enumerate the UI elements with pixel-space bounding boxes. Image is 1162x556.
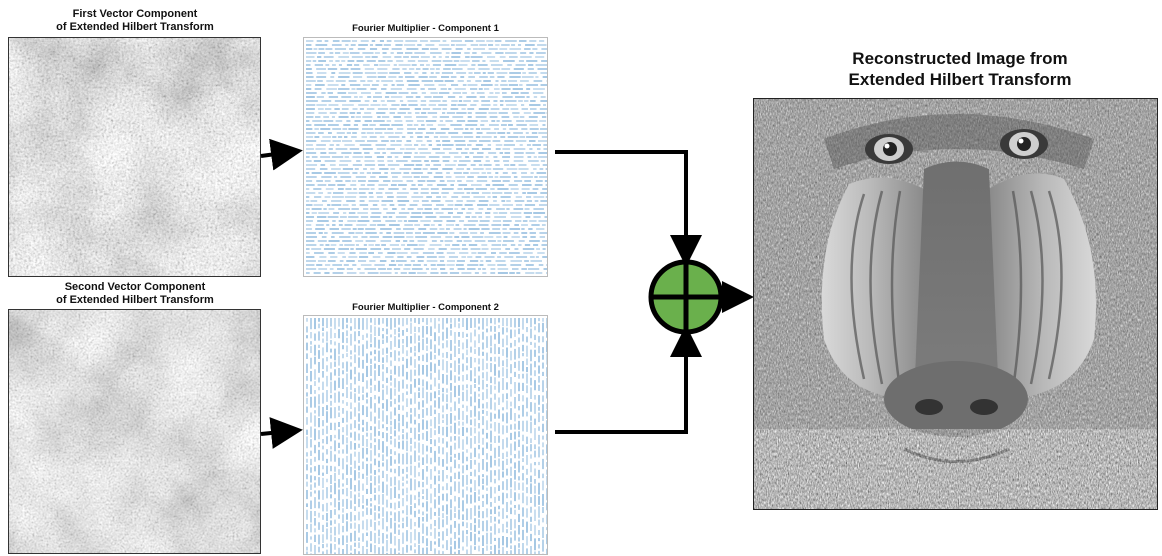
arrow-right-icon	[260, 417, 303, 449]
second-component-texture	[9, 310, 260, 553]
first-component-title: First Vector Component of Extended Hilbe…	[10, 8, 260, 33]
multiplier1-title: Fourier Multiplier - Component 1	[352, 23, 499, 34]
multiplier2-to-sum-arrow	[555, 325, 702, 434]
arrow-right-icon	[260, 138, 303, 171]
reconstructed-baboon-face	[754, 99, 1157, 509]
reconstructed-title: Reconstructed Image from Extended Hilber…	[760, 48, 1160, 91]
first-component-title-line2: of Extended Hilbert Transform	[56, 20, 214, 33]
second-component-title-line2: of Extended Hilbert Transform	[56, 293, 214, 306]
second-component-title: Second Vector Component of Extended Hilb…	[10, 281, 260, 306]
first-component-image	[8, 37, 261, 277]
multiplier2-title: Fourier Multiplier - Component 2	[352, 302, 499, 313]
reconstructed-title-line2: Extended Hilbert Transform	[848, 70, 1072, 90]
second-component-title-line1: Second Vector Component	[64, 281, 206, 293]
first-component-title-line1: First Vector Component	[72, 8, 198, 20]
multiplier2-marks	[306, 318, 547, 554]
first-component-texture	[9, 38, 260, 276]
circled-plus-icon	[648, 259, 724, 335]
multiplier2-plot	[303, 315, 548, 555]
reconstructed-title-line1: Reconstructed Image from	[852, 49, 1068, 68]
multiplier1-marks	[306, 40, 547, 274]
second-component-image	[8, 309, 261, 554]
multiplier1-to-sum-arrow	[555, 150, 702, 267]
multiplier1-plot	[303, 37, 548, 277]
reconstructed-image	[753, 98, 1158, 510]
